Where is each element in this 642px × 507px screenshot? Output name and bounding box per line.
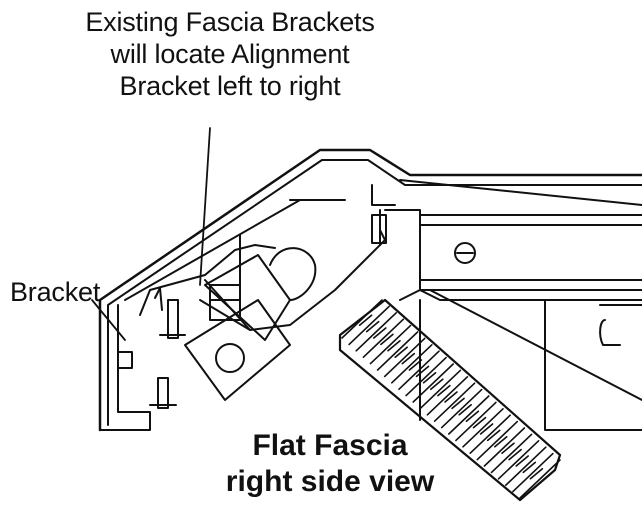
caption-line-1: Flat Fascia [252,429,408,462]
flap-hatch-tick [465,410,480,423]
flap-hatch-tick [372,327,387,339]
flap-hatch-stroke [390,343,433,384]
flap-hatch-tick [486,429,501,442]
flap-hatch-stroke [512,452,554,493]
flap-hatch-stroke [383,337,426,378]
flap-hatch-tick [451,397,465,410]
flap-hatch-tick [508,448,522,461]
flap-hatch-stroke [426,375,469,416]
flap-hatch-tick [458,403,473,416]
flap-hatch-stroke [455,401,497,442]
bolts [117,287,186,409]
mounting-bracket [139,229,386,401]
callout-top-line-1: Existing Fascia Brackets [85,7,375,37]
flap-hatch-tick [479,423,494,435]
flap-hatch-tick [365,320,380,333]
flap-hatch-tick [380,333,394,346]
rubber-flap [338,298,562,502]
flap-hatch-stroke [490,433,533,474]
flap-hatch-tick [429,378,444,391]
flap-hatch-stroke [440,388,483,429]
callout-bracket: Bracket [10,277,101,307]
flap-hatch-tick [415,365,430,378]
vehicle-frame [371,179,642,431]
flap-hatch-tick [493,435,508,448]
flap-hatch-stroke [412,363,455,403]
flap-hatch-tick [472,416,487,429]
flap-hatch-stroke [362,318,405,359]
flap-hatch-stroke [519,459,561,499]
flap-hatch-tick [422,371,437,384]
caption-line-2: right side view [225,465,435,498]
flap-hatch-stroke [341,299,383,339]
leader-line-top [199,127,211,286]
flap-hatch-tick [437,384,451,397]
flap-hatch-tick [401,352,416,365]
flap-hatch-tick [444,391,458,403]
flap-hatch-stroke [405,356,447,397]
flap-hatch-tick [358,314,373,327]
flap-hatch-tick [408,359,423,371]
flap-hatch-tick [529,467,544,480]
flap-hatch-stroke [348,305,390,346]
flap-hatch-stroke [504,446,547,487]
leader-line-left [91,299,126,341]
flap-hatch-stroke [398,350,440,391]
flap-hatch-tick [387,339,401,352]
flap-hatch-stroke [419,369,462,410]
flap-hatch-stroke [462,407,504,448]
flap-hatch-stroke [355,311,398,352]
callout-existing-fascia-brackets: Existing Fascia Brackets will locate Ali… [40,6,420,102]
flap-hatch-tick [515,455,530,467]
flap-hatch-tick [522,461,537,474]
flap-hatch-stroke [376,331,419,371]
flap-hatch-stroke [369,324,412,365]
flap-hatch-tick [394,346,409,359]
leader-lines [91,127,211,341]
callout-top-line-2: will locate Alignment [110,39,350,69]
flap-hatch-stroke [433,382,476,423]
flap-hatch-stroke [476,420,519,461]
flap-hatch-tick [501,442,515,455]
diagram-caption: Flat Fascia right side view [200,428,460,500]
flap-hatch-stroke [447,395,490,435]
flap-hatching [341,299,561,499]
flap-hatch-stroke [483,427,526,467]
flap-hatch-stroke [469,414,512,455]
flap-hatch-stroke [497,439,540,480]
callout-top-line-3: Bracket left to right [119,71,341,101]
